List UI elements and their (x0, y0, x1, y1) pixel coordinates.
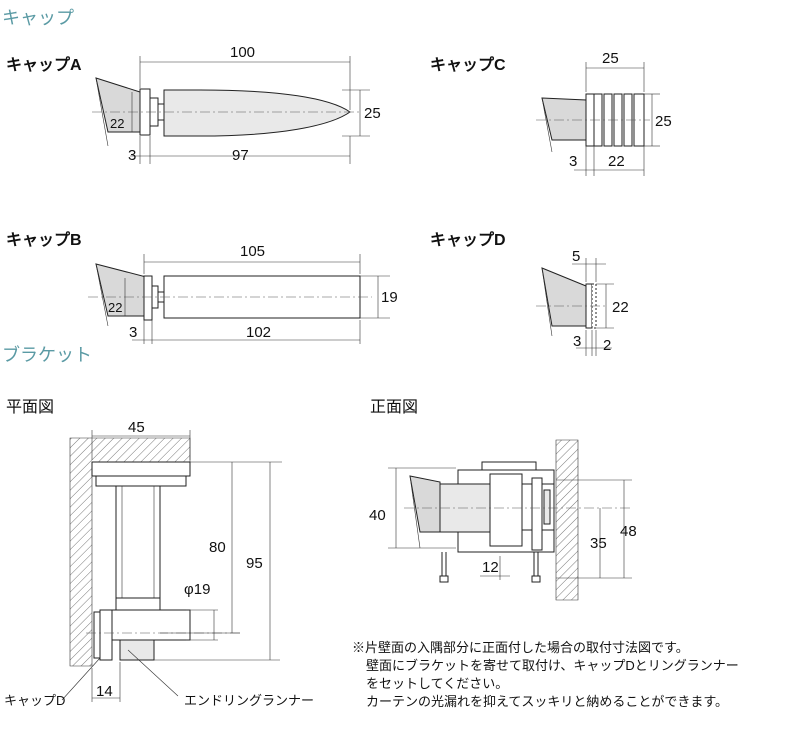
plan-runner-label: エンドリングランナー (184, 693, 314, 708)
cap-a-flange-label: 3 (128, 147, 136, 164)
cap-a-diameter-label: 25 (364, 105, 381, 122)
cap-b-flange-label: 3 (129, 324, 137, 341)
cap-a-drawing: キャップA 100 25 22 3 97 (6, 44, 381, 164)
bracket-heading: ブラケット (2, 344, 92, 365)
front-height-40-label: 40 (369, 507, 386, 524)
cap-b-wall-dia-label: 22 (108, 300, 122, 315)
plan-pipe-dia-label: φ19 (184, 581, 210, 598)
note-line-1: ※片壁面の入隅部分に正面付した場合の取付寸法図です。 (352, 640, 689, 655)
plan-depth-95-label: 95 (246, 555, 263, 572)
plan-view-title: 平面図 (6, 399, 54, 416)
cap-d-drawing: キャップD 5 22 3 2 (430, 230, 629, 356)
front-view-drawing: 正面図 40 35 48 12 (369, 399, 637, 601)
cap-b-length-label: 105 (240, 243, 265, 260)
front-height-48-label: 48 (620, 523, 637, 540)
cap-a-body-label: 97 (232, 147, 249, 164)
plan-depth-80-label: 80 (209, 539, 226, 556)
plan-view-drawing: 平面図 45 80 95 φ19 14 (4, 399, 314, 708)
front-offset-12-label: 12 (482, 559, 499, 576)
cap-a-title: キャップA (6, 55, 82, 74)
plan-cap-offset-label: 14 (96, 683, 113, 700)
installation-note: ※片壁面の入隅部分に正面付した場合の取付寸法図です。 壁面にブラケットを寄せて取… (352, 640, 739, 709)
cap-d-width-label: 5 (572, 248, 580, 265)
plan-cap-label: キャップD (4, 693, 65, 708)
cap-d-flange-label: 3 (573, 333, 581, 350)
cap-a-length-label: 100 (230, 44, 255, 61)
cap-c-flange-label: 3 (569, 153, 577, 170)
note-line-4: カーテンの光漏れを抑えてスッキリと納めることができます。 (366, 694, 728, 709)
cap-d-body-label: 2 (603, 337, 611, 354)
cap-c-width-label: 25 (602, 50, 619, 67)
cap-c-body-label: 22 (608, 153, 625, 170)
cap-b-drawing: キャップB 105 19 22 3 102 (6, 230, 398, 344)
cap-c-title: キャップC (430, 55, 506, 74)
cap-b-title: キャップB (6, 230, 82, 249)
front-view-title: 正面図 (370, 399, 418, 416)
cap-c-diameter-label: 25 (655, 113, 672, 130)
front-height-35-label: 35 (590, 535, 607, 552)
cap-b-body-label: 102 (246, 324, 271, 341)
note-line-3: をセットしてください。 (366, 676, 508, 691)
caps-heading: キャップ (2, 8, 74, 28)
cap-c-drawing: キャップC 25 25 3 22 (430, 50, 672, 176)
cap-a-wall-dia-label: 22 (110, 116, 124, 131)
note-line-2: 壁面にブラケットを寄せて取付け、キャップDとリングランナー (366, 658, 739, 673)
plan-width-label: 45 (128, 419, 145, 436)
cap-b-diameter-label: 19 (381, 289, 398, 306)
cap-d-diameter-label: 22 (612, 299, 629, 316)
cap-d-title: キャップD (430, 230, 506, 249)
